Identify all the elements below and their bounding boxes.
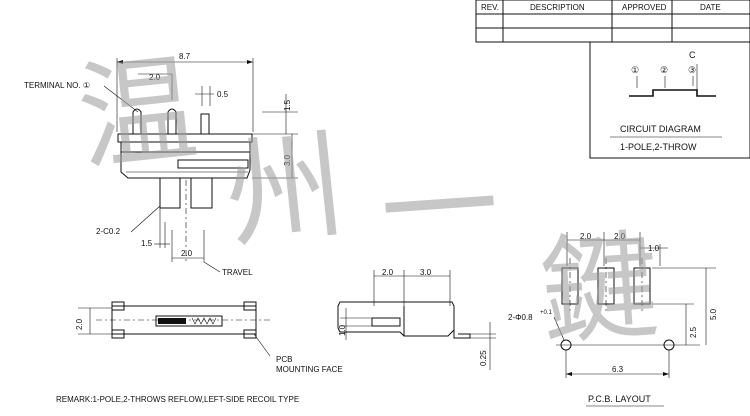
dim-pcb-pitch-1: 2.0 [580, 232, 592, 241]
dim-side-thickness: 0.25 [479, 350, 488, 366]
watermark-char-3: 一 [376, 136, 503, 282]
dim-chamfer: 2-C0.2 [96, 227, 121, 236]
pcb-label: PCB [276, 355, 292, 364]
front-view: 8.7 2.0 0.5 TERMINAL NO. ① 1.5 3.0 [24, 52, 298, 277]
dim-pcb-height: 5.0 [709, 308, 718, 320]
circuit-pin-2: ② [660, 65, 668, 75]
remark-text: REMARK:1-POLE,2-THROWS REFLOW,LEFT-SIDE … [56, 395, 299, 404]
header-rev: REV. [481, 3, 499, 12]
dim-pin-width: 0.5 [217, 90, 229, 99]
dim-pcb-offset: 2.5 [689, 326, 698, 338]
header-description: DESCRIPTION [530, 3, 585, 12]
circuit-diagram: C ① ② ③ CIRCUIT DIAGRAM 1-POLE,2-THROW [589, 41, 750, 159]
dim-pcb-hole-tolerance: +0.1 [540, 310, 553, 316]
side-view: 2.0 3.0 1.0 0.25 [337, 268, 496, 370]
dim-pin-pitch: 2.0 [149, 73, 161, 82]
dim-pcb-width: 6.3 [612, 365, 624, 374]
dim-travel: 2.0 [181, 249, 193, 258]
dim-side-a: 2.0 [382, 268, 394, 277]
header-approved: APPROVED [622, 3, 667, 12]
dim-pcb-pitch-2: 2.0 [614, 232, 626, 241]
dim-pcb-pad: 1.0 [648, 244, 660, 253]
dim-bottom-height: 2.0 [75, 318, 84, 330]
circuit-title: CIRCUIT DIAGRAM [620, 124, 701, 134]
travel-label: TRAVEL [222, 268, 253, 277]
circuit-subtitle: 1-POLE,2-THROW [620, 142, 697, 152]
header-date: DATE [700, 3, 721, 12]
bottom-view: 2.0 PCB MOUNTING FACE [75, 301, 343, 374]
watermark: 温 州 一 鍵 [71, 38, 663, 362]
dim-side-height: 1.0 [338, 324, 347, 336]
dim-pin-height: 1.5 [283, 99, 292, 111]
pcb-layout-title: P.C.B. LAYOUT [588, 394, 651, 404]
circuit-pin-3: ③ [688, 65, 696, 75]
dim-actuator: 1.5 [141, 239, 153, 248]
pcb-mounting-face-label: MOUNTING FACE [276, 365, 343, 374]
dim-side-b: 3.0 [420, 268, 432, 277]
dim-pcb-hole: 2-Φ0.8 [508, 313, 533, 322]
dim-total-width: 8.7 [179, 52, 191, 61]
watermark-char-4: 鍵 [536, 216, 663, 362]
watermark-char-1: 温 [71, 38, 203, 188]
watermark-char-2: 州 [219, 116, 351, 266]
title-block: REV. DESCRIPTION APPROVED DATE [475, 0, 750, 43]
circuit-terminal-c: C [689, 50, 696, 60]
circuit-pin-1: ① [631, 65, 639, 75]
dim-body-height: 3.0 [283, 154, 292, 166]
terminal-label: TERMINAL NO. ① [24, 81, 90, 90]
pcb-layout: 2.0 2.0 1.0 2-Φ0.8 +0.1 5.0 2.5 6.3 P.C.… [508, 232, 718, 407]
